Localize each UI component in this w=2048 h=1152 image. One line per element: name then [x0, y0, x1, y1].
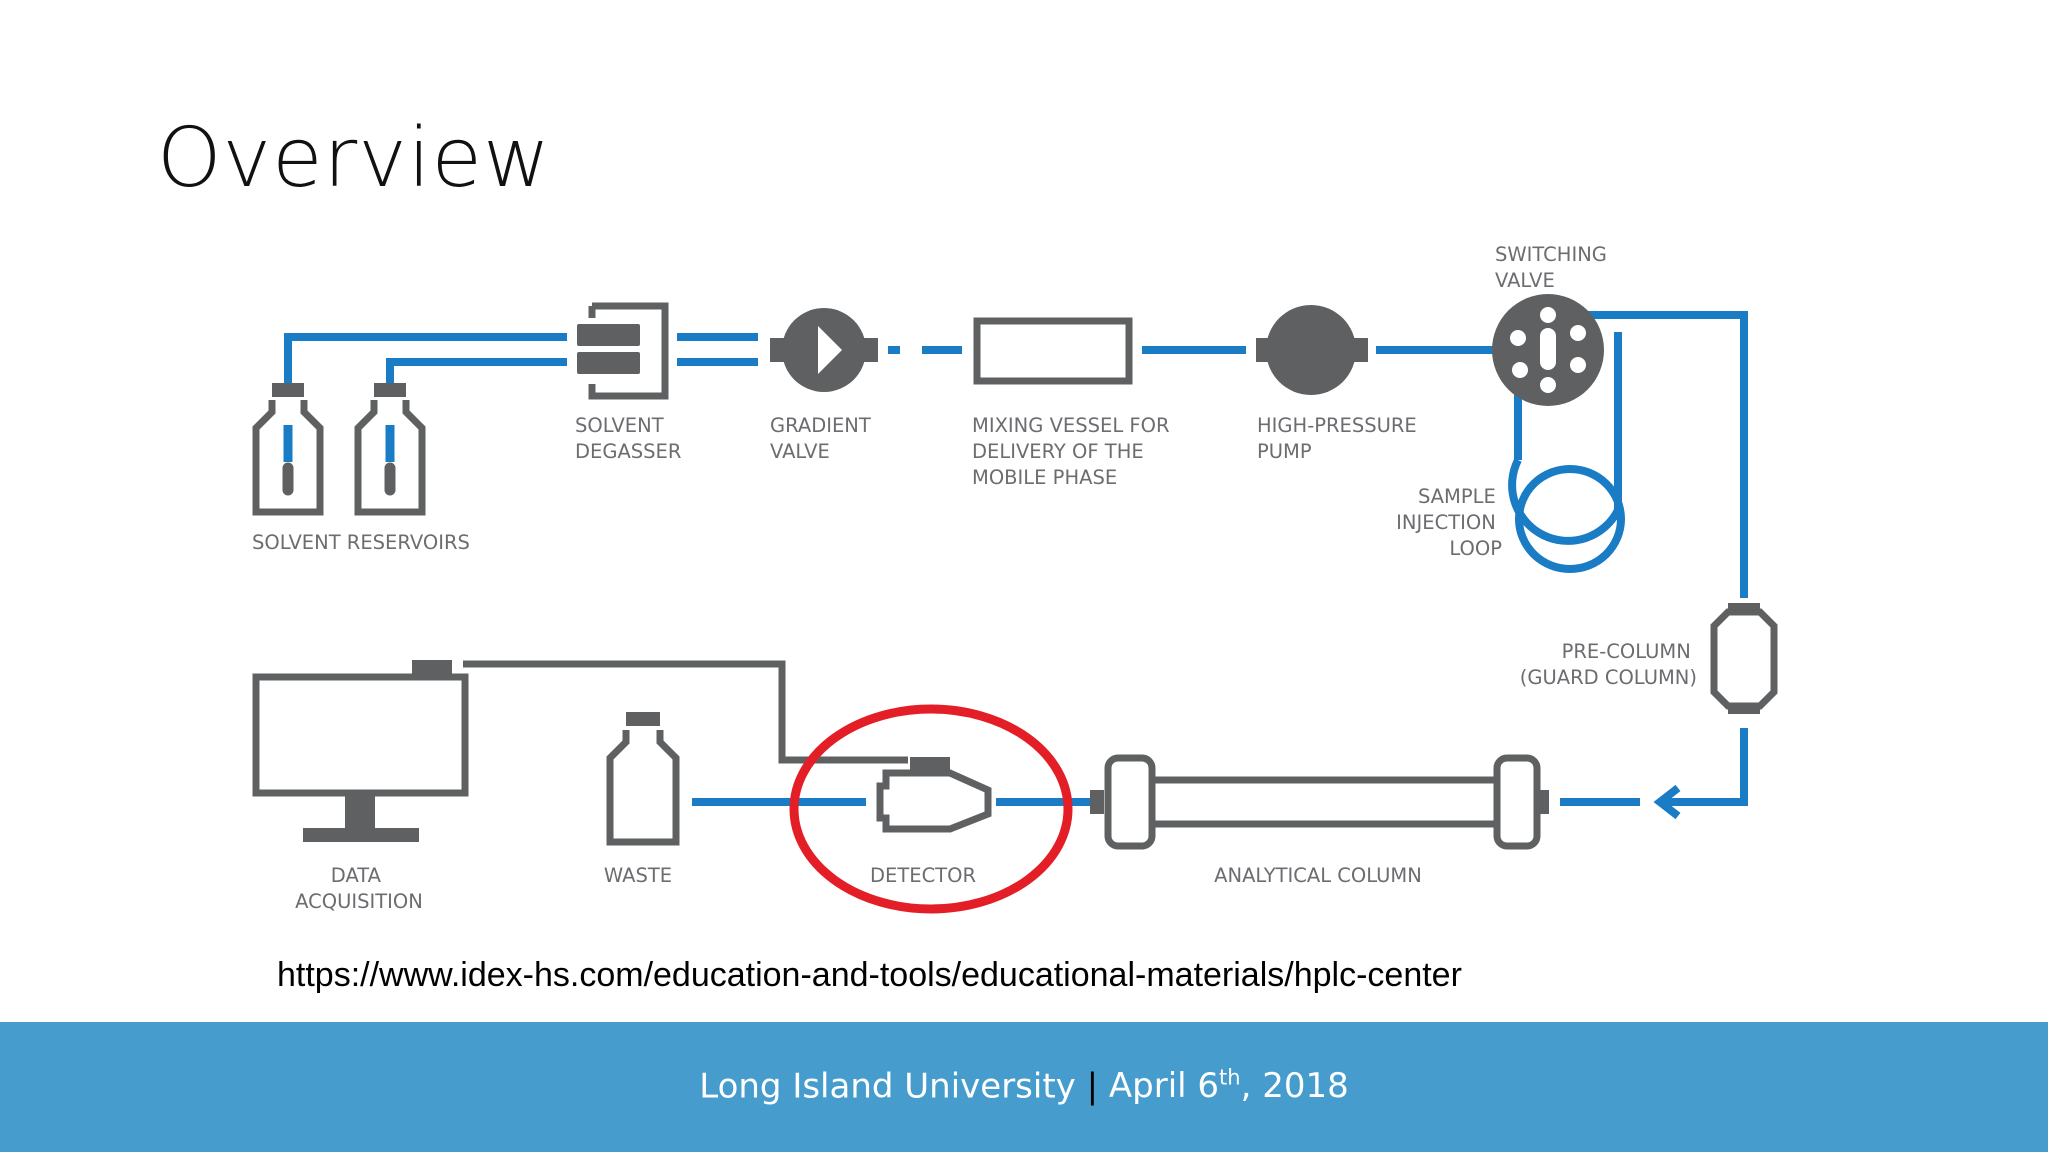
- switching-valve: [1492, 294, 1604, 406]
- solvent-degasser: [577, 302, 669, 400]
- label-solvent-reservoirs: SOLVENT RESERVOIRS: [252, 531, 470, 554]
- precolumn-to-column-line: [1660, 728, 1748, 806]
- label-switching-valve: SWITCHING VALVE: [1495, 243, 1613, 292]
- footer-text: Long Island University | April 6th, 2018: [0, 1066, 2048, 1106]
- label-detector: DETECTOR: [870, 864, 976, 887]
- solvent-reservoir-1: [252, 383, 324, 516]
- components: [252, 294, 1778, 850]
- high-pressure-pump: [1256, 305, 1368, 395]
- slide-title: Overview: [157, 111, 552, 206]
- footer-separator: |: [1086, 1066, 1099, 1107]
- diagram-labels: SOLVENT RESERVOIRS SOLVENT DEGASSER GRAD…: [252, 243, 1697, 913]
- label-high-pressure-pump: HIGH-PRESSURE PUMP: [1257, 414, 1423, 463]
- pre-column: [1710, 603, 1778, 714]
- label-pre-column: PRE-COLUMN (GUARD COLUMN): [1520, 640, 1697, 689]
- label-gradient-valve: GRADIENT VALVE: [770, 414, 877, 463]
- label-data-acquisition: DATA ACQUISITION: [295, 864, 423, 913]
- detector-highlight-circle: [789, 704, 1073, 914]
- detector: [876, 757, 992, 833]
- label-solvent-degasser: SOLVENT DEGASSER: [575, 414, 681, 463]
- footer-date: April 6th, 2018: [1108, 1066, 1349, 1107]
- hplc-diagram: SOLVENT RESERVOIRS SOLVENT DEGASSER GRAD…: [252, 243, 1778, 914]
- detector-signal-cable: [463, 660, 908, 764]
- footer-institution: Long Island University: [699, 1066, 1076, 1107]
- reservoir1-to-degasser-line: [284, 333, 567, 385]
- injection-loop-coil: [1515, 465, 1625, 573]
- label-mixing-vessel: MIXING VESSEL FOR DELIVERY OF THE MOBILE…: [972, 414, 1176, 489]
- flow-arrow-head: [1653, 784, 1681, 820]
- data-acquisition: [252, 660, 908, 842]
- mixing-vessel: [973, 317, 1133, 385]
- label-analytical-column: ANALYTICAL COLUMN: [1214, 864, 1422, 887]
- waste-bottle: [606, 712, 680, 846]
- label-sample-injection-loop: SAMPLE INJECTION LOOP: [1396, 485, 1502, 560]
- solvent-reservoir-2: [354, 383, 426, 516]
- footer-bar: Long Island University | April 6th, 2018: [0, 1022, 2048, 1152]
- reservoir2-to-degasser-line: [386, 358, 567, 385]
- source-url: https://www.idex-hs.com/education-and-to…: [277, 956, 1462, 994]
- analytical-column: [1090, 754, 1549, 850]
- label-waste: WASTE: [604, 864, 672, 887]
- valve-to-precolumn-line: [1548, 311, 1748, 598]
- gradient-valve: [770, 308, 878, 392]
- flow-lines: [284, 311, 1748, 820]
